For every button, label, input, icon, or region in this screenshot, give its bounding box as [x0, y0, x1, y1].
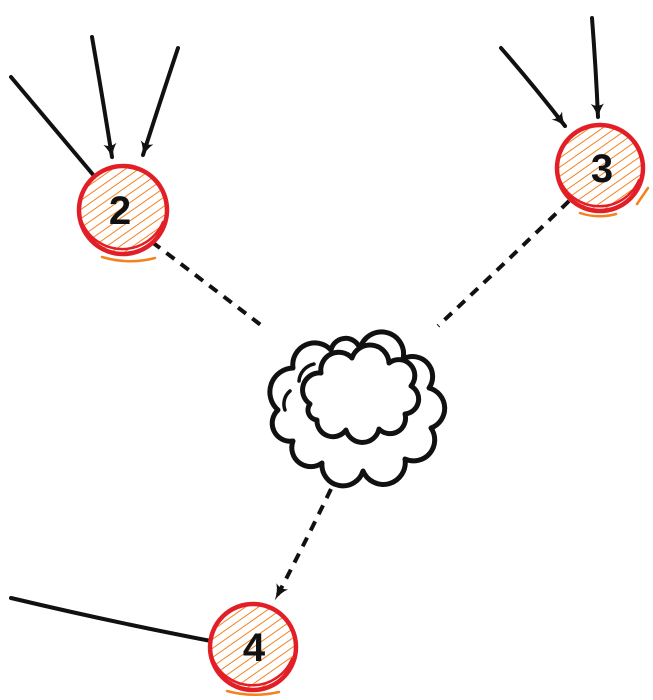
node-3-label: 3 [591, 147, 613, 191]
incoming-solid-arrows [9, 16, 605, 643]
incoming-arrow-node2-right [140, 46, 180, 158]
node-2-label: 2 [109, 189, 131, 233]
cloud-inner-outline [300, 342, 422, 445]
node-2: 2 [76, 163, 170, 263]
node-4: 4 [207, 601, 299, 696]
edge-node3-to-cloud-dashed [436, 199, 571, 328]
node-2-hatch-overflow [100, 255, 157, 263]
cloud-accent-arc-left [282, 389, 292, 412]
dashed-edges [150, 199, 571, 601]
node-3: 3 [554, 122, 650, 218]
edge-node2-to-cloud-dashed [150, 240, 268, 331]
edge-cloud-to-node4-dashed-arrow [274, 488, 333, 601]
cloud-hub-icon [267, 329, 448, 489]
node-4-hatch-overflow [225, 689, 281, 696]
incoming-line-node4-left [9, 596, 213, 643]
node-2-circle [76, 163, 170, 257]
node-3-hatch-overflow-right [635, 186, 650, 206]
node-4-circle [207, 601, 299, 693]
node-4-label: 4 [243, 626, 266, 670]
cloud-accent-arc-topleft [297, 362, 316, 383]
node-3-hatch-overflow-bottom [578, 211, 618, 218]
incoming-line-node2-left [9, 75, 97, 179]
incoming-arrow-node2-middle [90, 35, 117, 160]
node-4-sketch-stroke [210, 655, 294, 687]
incoming-arrow-node3-left [499, 46, 567, 129]
incoming-arrow-node3-top [590, 16, 605, 120]
node-3-sketch-stroke [557, 176, 641, 208]
node-3-circle [554, 122, 646, 214]
node-2-sketch-stroke [79, 218, 165, 251]
